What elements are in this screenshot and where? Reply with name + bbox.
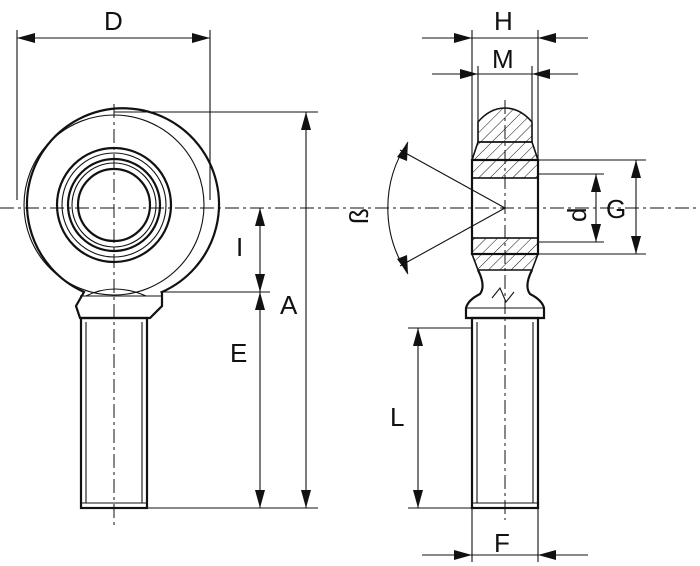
side-race-band-bottom xyxy=(471,237,539,255)
dim-beta-arrow-bottom xyxy=(397,255,408,274)
dim-L-arrow-top xyxy=(413,328,423,346)
front-ball-outer xyxy=(66,157,162,253)
dim-A-arrow-bottom xyxy=(301,490,311,508)
label-L: L xyxy=(390,402,404,432)
label-M: M xyxy=(492,44,514,74)
front-threaded-shank xyxy=(79,316,149,510)
label-I: I xyxy=(236,232,243,262)
front-neck-arc xyxy=(85,288,147,297)
label-beta: ß xyxy=(344,208,374,224)
dim-F-arrow-right xyxy=(538,550,556,560)
side-threaded-shank xyxy=(470,316,540,510)
label-D: D xyxy=(104,6,123,36)
front-bearing-mid xyxy=(61,152,167,258)
dim-D-arrow-right xyxy=(192,33,210,43)
dim-I-arrow-bottom xyxy=(255,274,265,292)
side-view: H M ß d G L xyxy=(344,6,646,562)
label-E: E xyxy=(230,338,247,368)
dim-E-arrow-top xyxy=(255,292,265,310)
dim-d-arrow-top xyxy=(591,174,601,192)
front-ball-ring xyxy=(71,162,157,248)
label-F: F xyxy=(494,528,510,558)
front-view: D I E A xyxy=(0,6,700,528)
dim-beta-arrow-top xyxy=(397,142,408,161)
side-race-bottom xyxy=(470,253,540,271)
dim-G-arrow-top xyxy=(631,160,641,178)
dim-d-arrow-bottom xyxy=(591,224,601,242)
front-bore xyxy=(76,167,152,243)
label-H: H xyxy=(494,6,513,36)
dim-F-arrow-left xyxy=(454,550,472,560)
dim-I-arrow-top xyxy=(255,208,265,226)
label-A: A xyxy=(280,290,298,320)
dim-beta-leg-bottom xyxy=(399,207,506,267)
dim-A-arrow-top xyxy=(301,112,311,130)
dim-M-arrow-right xyxy=(532,69,550,79)
label-G: G xyxy=(606,194,626,224)
dim-D-arrow-left xyxy=(17,33,35,43)
side-race-top xyxy=(470,141,540,161)
front-head-outline xyxy=(25,107,221,320)
side-neck-break xyxy=(491,286,515,304)
dim-H-arrow-right xyxy=(538,33,556,43)
dim-beta-leg-top xyxy=(399,149,506,209)
side-race-band-top xyxy=(471,159,539,179)
dim-M-arrow-left xyxy=(460,69,478,79)
dim-G-arrow-bottom xyxy=(631,236,641,254)
dim-E-arrow-bottom xyxy=(255,490,265,508)
front-head-inner-ring xyxy=(23,114,205,296)
label-d: d xyxy=(562,208,592,222)
dim-H-arrow-left xyxy=(454,33,472,43)
dim-L-arrow-bottom xyxy=(413,490,423,508)
front-bearing-outer xyxy=(55,146,173,264)
side-upper-housing xyxy=(477,107,533,143)
